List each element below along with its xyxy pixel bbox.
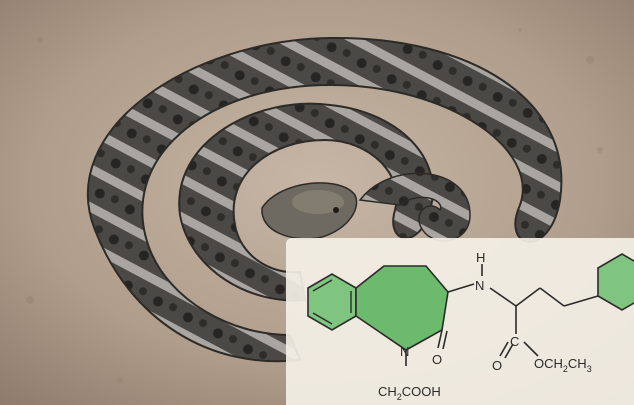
phenyl-ring — [597, 253, 634, 311]
chemical-structure-panel: H N N O C O CH2COOH OCH2CH3 — [286, 238, 634, 405]
ring-oxygen-label: O — [432, 352, 442, 367]
benzene-double-bonds — [312, 279, 352, 325]
benzene-ring — [307, 273, 357, 331]
ester-carbon-label: C — [510, 334, 519, 349]
azepinone-ring — [355, 265, 449, 351]
ester-carbonyl-oxygen-label: O — [492, 358, 502, 373]
ester-group-label: OCH2CH3 — [534, 356, 592, 374]
snake-body — [87, 36, 563, 363]
ground-texture — [26, 28, 603, 383]
nh-nitrogen-label: N — [475, 278, 484, 293]
nh-hydrogen-label: H — [476, 250, 485, 265]
chemical-structure: H N N O C O CH2COOH OCH2CH3 — [307, 250, 634, 402]
acid-group-label: CH2COOH — [378, 384, 441, 402]
ring-nitrogen-label: N — [400, 344, 409, 359]
